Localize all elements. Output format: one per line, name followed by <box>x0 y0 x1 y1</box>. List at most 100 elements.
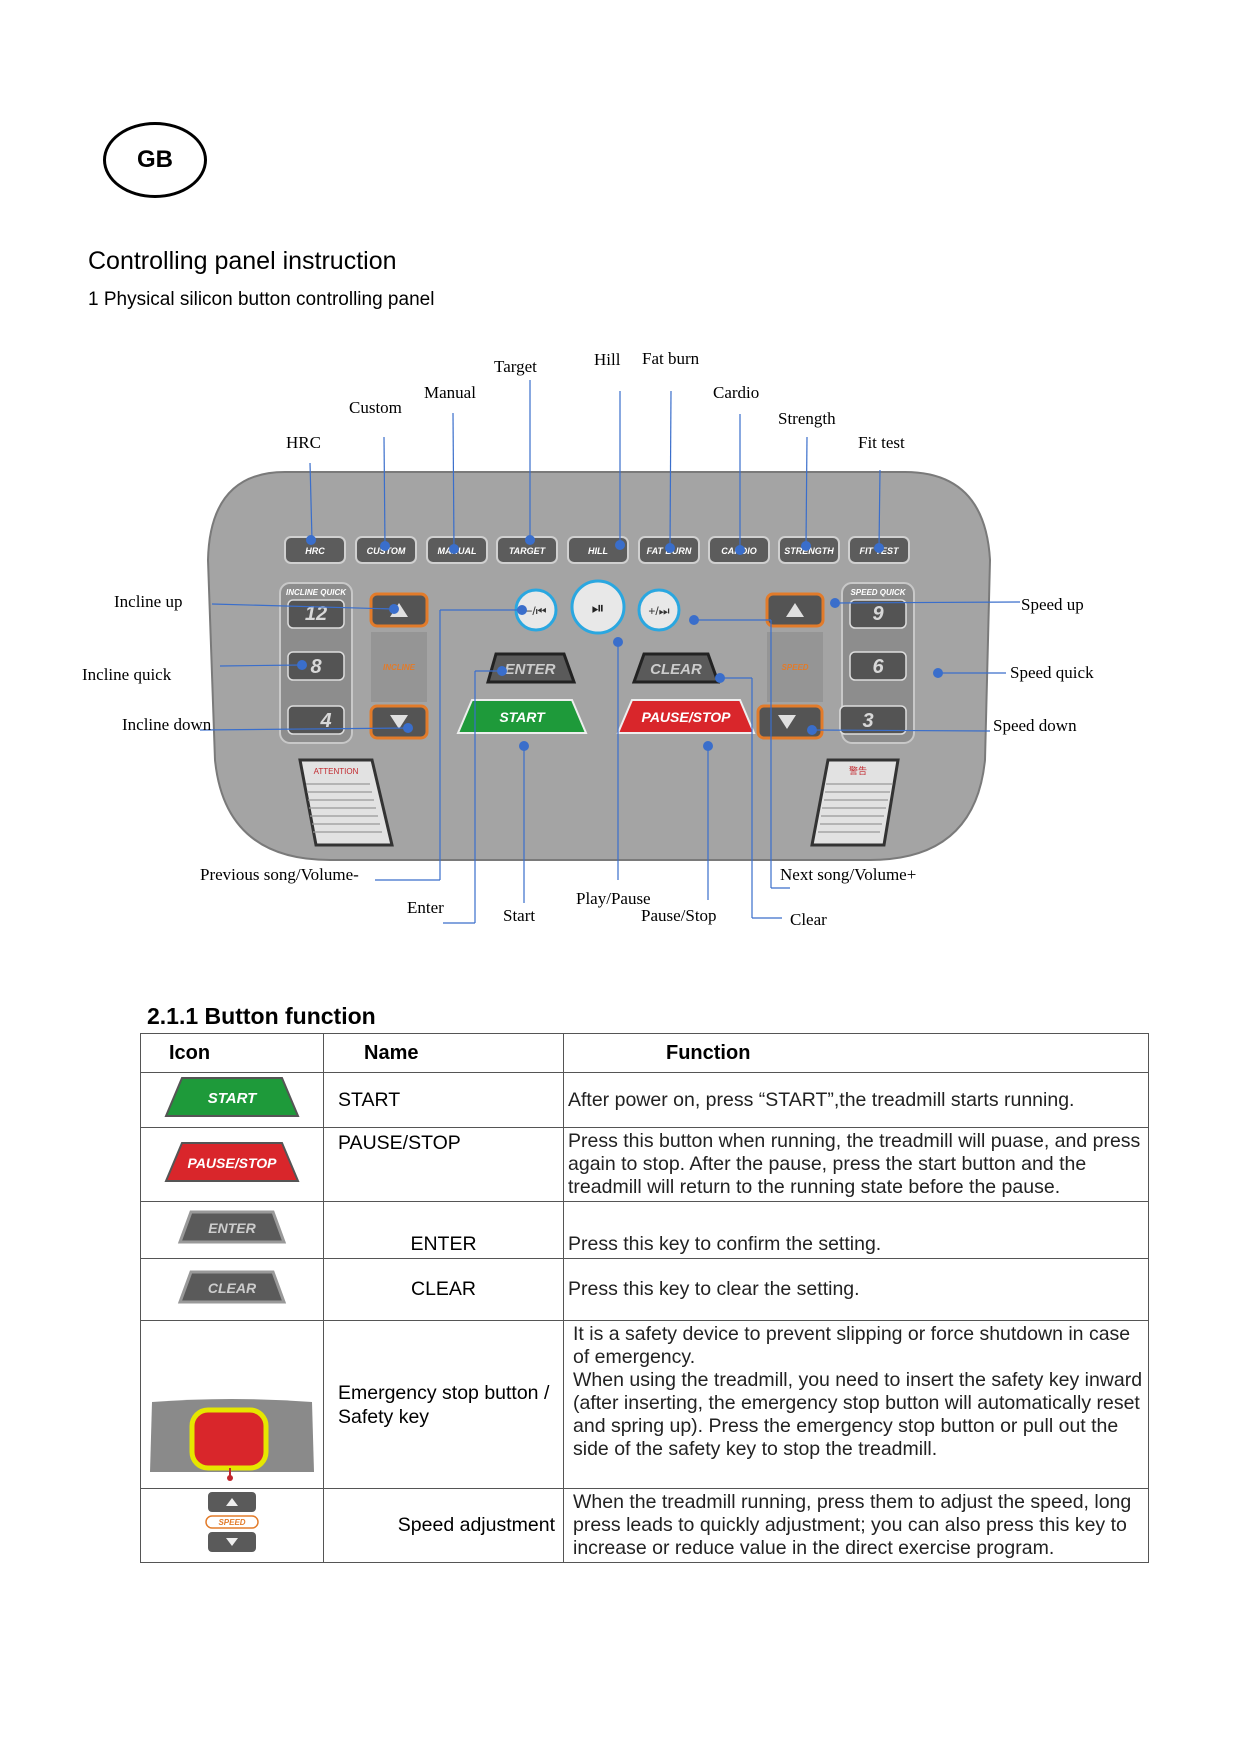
callout-start: Start <box>503 906 536 925</box>
svg-text:ENTER: ENTER <box>208 1220 256 1236</box>
clear-icon: CLEAR <box>140 1258 324 1321</box>
section-title: 2.1.1 Button function <box>147 1003 376 1029</box>
language-badge: GB <box>103 122 207 198</box>
callout-speed-up: Speed up <box>1021 595 1084 614</box>
row-function: After power on, press “START”,the treadm… <box>563 1072 1149 1128</box>
play-pause-button: ⏯ <box>570 579 626 635</box>
page-title: Controlling panel instruction <box>88 247 397 275</box>
row-function: Press this button when running, the trea… <box>563 1127 1149 1202</box>
row-name: Speed adjustment <box>323 1488 564 1563</box>
program-key-hill: HILL <box>567 536 629 564</box>
callout-dots <box>297 535 943 751</box>
row-function: When the treadmill running, press them t… <box>563 1488 1149 1563</box>
incline-quick-column: INCLINE QUICK 12 8 4 <box>279 582 353 744</box>
row-function: Press this key to clear the setting. <box>563 1258 1149 1321</box>
svg-text:⏯: ⏯ <box>592 600 605 617</box>
callout-next-song: Next song/Volume+ <box>780 865 917 884</box>
svg-text:SPEED: SPEED <box>218 1518 245 1527</box>
speed-quick-9: 9 <box>872 603 884 625</box>
callout-hill: Hill <box>594 350 621 369</box>
callout-hrc: HRC <box>286 433 321 452</box>
row-function: It is a safety device to prevent slippin… <box>563 1320 1149 1489</box>
start-key: START <box>456 699 588 734</box>
speed-quick-6: 6 <box>872 656 884 678</box>
table-row: CLEAR CLEAR Press this key to clear the … <box>140 1258 1149 1321</box>
callout-fat-burn: Fat burn <box>642 349 700 368</box>
speed-quick-column: SPEED QUICK 9 6 3 <box>839 582 915 744</box>
header-name: Name <box>323 1033 564 1073</box>
speed-up-key <box>765 592 825 628</box>
svg-text:CLEAR: CLEAR <box>650 661 702 678</box>
emergency-stop-icon <box>140 1320 324 1489</box>
svg-text:−/⏮: −/⏮ <box>525 604 546 618</box>
row-name: CLEAR <box>323 1258 564 1321</box>
warning-label-right: 警告 <box>810 758 900 847</box>
incline-down-key <box>369 704 429 740</box>
svg-text:HILL: HILL <box>588 546 608 556</box>
panel-body <box>206 471 992 861</box>
program-key-row: HRC CUSTOM MANUAL TARGET HILL FAT BURN C… <box>284 536 910 564</box>
callout-speed-down: Speed down <box>993 716 1077 735</box>
callout-fit-test: Fit test <box>858 433 905 452</box>
callout-incline-quick: Incline quick <box>82 665 172 684</box>
callout-strength: Strength <box>778 409 836 428</box>
control-panel-diagram: HRC CUSTOM MANUAL TARGET HILL FAT BURN C… <box>199 380 1021 924</box>
svg-text:HRC: HRC <box>305 546 325 556</box>
language-badge-text: GB <box>137 146 173 173</box>
speed-adjust-icon: SPEED <box>140 1488 324 1563</box>
pause-stop-key: PAUSE/STOP <box>616 699 756 734</box>
svg-text:+/⏭: +/⏭ <box>648 604 669 618</box>
pause-stop-icon: PAUSE/STOP <box>140 1127 324 1202</box>
incline-quick-4: 4 <box>319 710 331 732</box>
svg-text:START: START <box>208 1090 258 1107</box>
table-row: START START After power on, press “START… <box>140 1072 1149 1128</box>
callout-enter: Enter <box>407 898 444 917</box>
table-row: ENTER ENTER Press this key to confirm th… <box>140 1201 1149 1259</box>
svg-text:STRENGTH: STRENGTH <box>784 546 834 556</box>
incline-tag: INCLINE <box>383 663 416 672</box>
callout-incline-down: Incline down <box>122 715 212 734</box>
callout-incline-up: Incline up <box>114 592 183 611</box>
callout-lines <box>199 380 1021 924</box>
header-function: Function <box>563 1033 1149 1073</box>
svg-text:START: START <box>499 709 546 725</box>
svg-text:CLEAR: CLEAR <box>208 1280 257 1296</box>
callout-cardio: Cardio <box>713 383 760 402</box>
enter-icon: ENTER <box>140 1201 324 1259</box>
callout-clear: Clear <box>790 910 827 929</box>
header-icon: Icon <box>140 1033 324 1073</box>
table-row: PAUSE/STOP PAUSE/STOP Press this button … <box>140 1127 1149 1202</box>
speed-down-key <box>756 704 824 740</box>
table-row: Emergency stop button / Safety key It is… <box>140 1320 1149 1489</box>
row-name: PAUSE/STOP <box>323 1127 564 1202</box>
row-name: Emergency stop button / Safety key <box>323 1320 564 1489</box>
warning-label-left: ATTENTION <box>298 758 394 847</box>
callout-speed-quick: Speed quick <box>1010 663 1094 682</box>
callout-target: Target <box>494 357 537 376</box>
callout-custom: Custom <box>349 398 402 417</box>
svg-text:SPEED QUICK: SPEED QUICK <box>850 588 906 597</box>
incline-up-key <box>369 592 429 628</box>
svg-text:INCLINE QUICK: INCLINE QUICK <box>286 588 347 597</box>
callout-pause-stop: Pause/Stop <box>641 906 717 925</box>
callout-prev-song: Previous song/Volume- <box>200 865 359 884</box>
prev-song-button: −/⏮ <box>514 588 558 632</box>
svg-text:CUSTOM: CUSTOM <box>367 546 406 556</box>
svg-text:ATTENTION: ATTENTION <box>314 767 359 776</box>
incline-quick-8: 8 <box>310 656 322 678</box>
svg-text:警告: 警告 <box>849 765 867 776</box>
program-key-target: TARGET <box>496 536 558 564</box>
row-name: START <box>323 1072 564 1128</box>
button-function-table: Icon Name Function START START After pow… <box>140 1033 1149 1563</box>
next-song-button: +/⏭ <box>637 588 681 632</box>
page-subtitle: 1 Physical silicon button controlling pa… <box>88 289 435 310</box>
enter-key: ENTER <box>486 652 577 684</box>
svg-text:ENTER: ENTER <box>505 661 556 678</box>
incline-quick-12: 12 <box>305 603 327 625</box>
callout-manual: Manual <box>424 383 476 402</box>
svg-text:TARGET: TARGET <box>509 546 547 556</box>
speed-tag: SPEED <box>781 663 808 672</box>
svg-text:PAUSE/STOP: PAUSE/STOP <box>188 1155 278 1171</box>
row-name: ENTER <box>323 1201 564 1259</box>
start-icon: START <box>140 1072 324 1128</box>
